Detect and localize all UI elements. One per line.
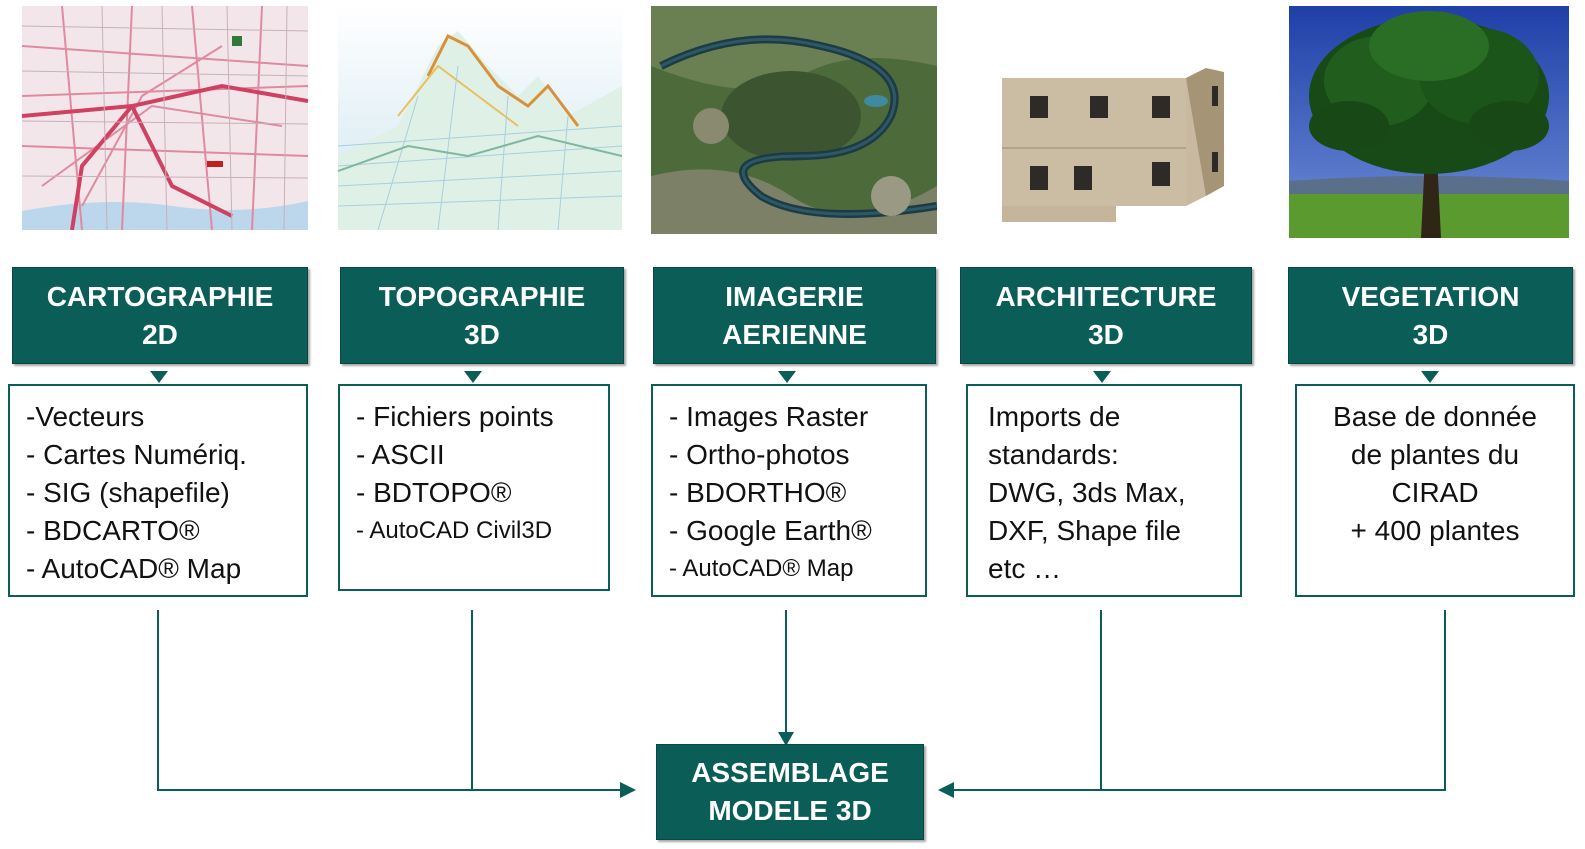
arrow-left-icon [938, 782, 954, 798]
detail-item: -Vecteurs [26, 401, 145, 432]
city-map-icon [22, 6, 308, 230]
header-topographie-line1: TOPOGRAPHIE [378, 280, 586, 312]
detail-item: Base de donnée [1333, 401, 1537, 432]
aerial-photo-icon [651, 6, 937, 234]
header-topographie: TOPOGRAPHIE 3D [340, 267, 624, 364]
detail-item: - AutoCAD® Map [669, 555, 854, 582]
details-imagerie: - Images Raster - Ortho-photos - BDORTHO… [651, 384, 927, 597]
detail-item: + 400 plantes [1350, 515, 1520, 546]
details-topographie: - Fichiers points - ASCII - BDTOPO® - Au… [338, 384, 610, 591]
header-architecture: ARCHITECTURE 3D [960, 267, 1252, 364]
header-imagerie-line1: IMAGERIE [725, 280, 864, 312]
city-map-image [22, 6, 308, 230]
header-vegetation-line2: 3D [1412, 318, 1449, 350]
detail-item: standards: [988, 439, 1119, 470]
arrow-down-icon [464, 371, 482, 383]
terrain-mesh-icon [338, 6, 622, 230]
detail-item: - AutoCAD® Map [26, 553, 242, 584]
header-vegetation-line1: VEGETATION [1341, 280, 1520, 312]
header-cartographie-line2: 2D [142, 318, 178, 350]
result-line2: MODELE 3D [708, 795, 872, 826]
tree-icon [1289, 6, 1569, 238]
detail-item: de plantes du [1350, 439, 1520, 470]
detail-item: - Google Earth® [669, 515, 872, 546]
header-imagerie-line2: AERIENNE [722, 318, 867, 350]
header-cartographie: CARTOGRAPHIE 2D [12, 267, 308, 364]
detail-item: - BDORTHO® [669, 477, 847, 508]
detail-item: Imports de [988, 401, 1121, 432]
arrow-down-icon [1093, 371, 1111, 383]
tree-image [1289, 6, 1569, 238]
detail-item: - Images Raster [669, 401, 869, 432]
terrain-mesh-image [338, 6, 622, 230]
detail-item: - AutoCAD Civil3D [356, 517, 553, 544]
detail-item: - Cartes Numériq. [26, 439, 247, 470]
detail-item: DXF, Shape file [988, 515, 1181, 546]
arrow-down-icon [150, 371, 168, 383]
building-3d-image [996, 66, 1228, 228]
detail-item: DWG, 3ds Max, [988, 477, 1186, 508]
result-assemblage: ASSEMBLAGE MODELE 3D [656, 744, 924, 840]
details-vegetation: Base de donnée de plantes du CIRAD + 400… [1295, 384, 1575, 597]
detail-item: CIRAD [1391, 477, 1479, 508]
details-cartographie: -Vecteurs - Cartes Numériq. - SIG (shape… [8, 384, 308, 597]
header-architecture-line2: 3D [1088, 318, 1124, 350]
detail-item: - BDCARTO® [26, 515, 200, 546]
aerial-photo-image [651, 6, 937, 234]
header-architecture-line1: ARCHITECTURE [995, 280, 1217, 312]
header-imagerie: IMAGERIE AERIENNE [653, 267, 936, 364]
result-line1: ASSEMBLAGE [691, 757, 889, 788]
header-topographie-line2: 3D [464, 318, 500, 350]
arrow-down-icon [778, 371, 796, 383]
detail-item: - Fichiers points [356, 401, 554, 432]
details-architecture: Imports de standards: DWG, 3ds Max, DXF,… [966, 384, 1242, 597]
detail-item: - SIG (shapefile) [26, 477, 230, 508]
detail-item: etc … [988, 553, 1062, 584]
arrow-down-icon [1421, 371, 1439, 383]
detail-item: - ASCII [356, 439, 445, 470]
arrow-right-icon [620, 782, 636, 798]
connector-cartographie [157, 610, 625, 791]
building-3d-icon [1002, 68, 1224, 222]
detail-item: - Ortho-photos [669, 439, 850, 470]
header-vegetation: VEGETATION 3D [1288, 267, 1573, 364]
detail-item: - BDTOPO® [356, 477, 512, 508]
connector-vegetation [950, 610, 1446, 791]
header-cartographie-line1: CARTOGRAPHIE [46, 280, 274, 312]
